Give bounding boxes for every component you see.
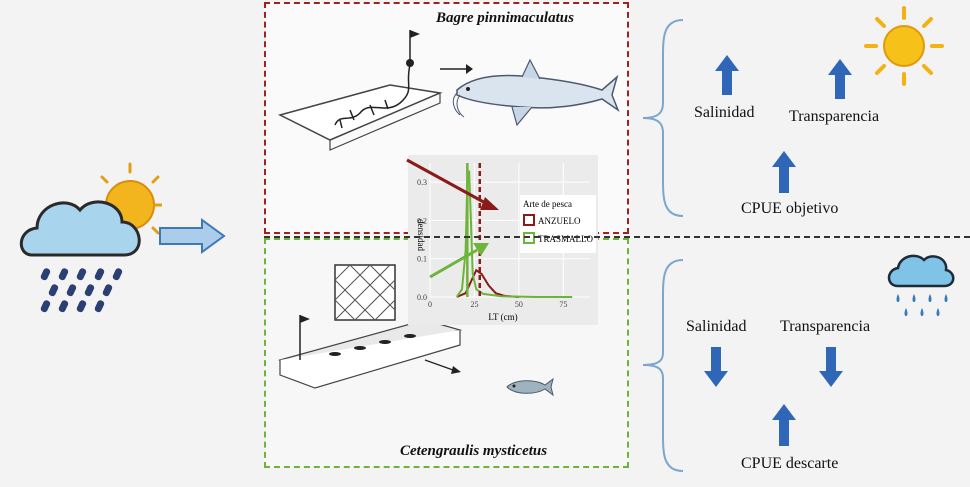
density-chart-svg: 0 25 50 75 0.0 0.1 0.2 0.3 LT (cm) densidad Art… (416, 163, 596, 322)
bracket-bottom (642, 259, 684, 472)
y-tick-label: 0.3 (417, 178, 427, 187)
sun-icon (864, 6, 944, 86)
legend-swatch-trasmallo (523, 232, 535, 244)
salinity-up-arrow-icon (715, 55, 739, 95)
transparency-up-arrow-icon (828, 59, 852, 99)
season-divider (264, 236, 970, 238)
species-title-top: Bagre pinnimaculatus (436, 10, 574, 26)
cpue-discard-up-arrow-icon (772, 404, 796, 446)
x-tick-label: 75 (559, 300, 567, 309)
chart-legend: Arte de pesca ANZUELO TRASMALLO (520, 195, 596, 253)
bracket-top (642, 19, 684, 217)
x-tick-label: 25 (470, 300, 478, 309)
legend-title: Arte de pesca (523, 199, 572, 209)
transparency-down-arrow-icon (819, 347, 843, 387)
sun-cloud-rain-icon (19, 162, 162, 313)
chart-ylabel: densidad (416, 219, 426, 251)
rain-cloud-icon (887, 254, 955, 316)
bottom-transparency-label: Transparencia (780, 318, 871, 335)
anzuelo-pointer (406, 158, 490, 207)
top-cpue-label: CPUE objetivo (741, 200, 839, 217)
catfish-icon (452, 58, 620, 127)
y-tick-label: 0.1 (417, 255, 427, 264)
anchovy-icon (506, 377, 554, 397)
chart-pointer-arrows (406, 158, 499, 279)
longline-hook-icon (277, 30, 443, 151)
small-arrow-icon (440, 64, 473, 74)
x-tick-label: 0 (428, 300, 432, 309)
chart-xlabel: LT (cm) (488, 312, 517, 322)
y-tick-label: 0.0 (417, 293, 427, 302)
bottom-cpue-label: CPUE descarte (741, 455, 839, 472)
salinity-down-arrow-icon (704, 347, 728, 387)
density-chart: 0 25 50 75 0.0 0.1 0.2 0.3 LT (cm) densidad Art… (408, 155, 598, 325)
top-salinity-label: Salinidad (694, 104, 755, 121)
top-transparency-label: Transparencia (789, 108, 880, 125)
legend-label-anzuelo: ANZUELO (538, 216, 581, 226)
x-tick-label: 50 (515, 300, 523, 309)
y-tick-label: 0.2 (417, 216, 427, 225)
trasmallo-pointer (429, 248, 478, 279)
cloud-icon (19, 200, 141, 257)
species-title-bottom: Cetengraulis mysticetus (400, 443, 548, 459)
gillnet-icon (277, 264, 463, 389)
cpue-up-arrow-icon (772, 151, 796, 193)
right-arrow-icon (159, 218, 226, 254)
legend-label-trasmallo: TRASMALLO (538, 234, 594, 244)
legend-swatch-anzuelo (523, 214, 535, 226)
bottom-salinity-label: Salinidad (686, 318, 747, 335)
rain-drops (40, 268, 123, 313)
